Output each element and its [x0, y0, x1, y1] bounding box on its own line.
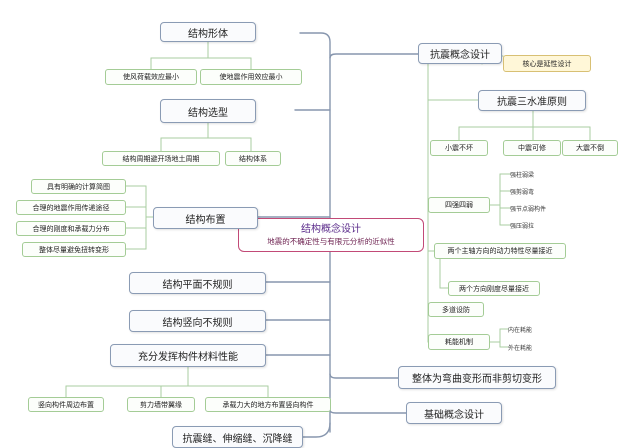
subtopic-two-direction-stiffness[interactable]: 两个方向刚度尽量接近	[448, 281, 540, 296]
leaf-label: 强节点弱构件	[510, 205, 547, 213]
subtopic-four-strong-four-weak[interactable]: 四强四弱	[428, 197, 490, 213]
subtopic-label: 小震不坏	[445, 144, 473, 152]
subtopic-label: 使风荷载效应最小	[123, 73, 179, 81]
subtopic-label: 竖向构件周边布置	[38, 400, 94, 409]
subtopic-label: 多道设防	[442, 305, 470, 314]
subtopic-avoid-torsion[interactable]: 整体尽量避免扭转变形	[22, 242, 126, 257]
topic-label: 结构布置	[185, 214, 226, 226]
topic-label: 结构选型	[188, 107, 228, 119]
subtopic-min-wind[interactable]: 使风荷载效应最小	[105, 69, 197, 85]
topic-label: 基础概念设计	[424, 409, 484, 421]
subtopic-structure-system[interactable]: 结构体系	[225, 151, 281, 166]
topic-joints[interactable]: 抗震缝、伸缩缝、沉降缝	[172, 426, 303, 448]
leaf-label: 内在耗能	[508, 326, 533, 334]
subtopic-multiple-defense[interactable]: 多道设防	[428, 302, 484, 317]
subtopic-moderate-repairable[interactable]: 中震可修	[503, 140, 561, 156]
central-subtitle: 地震的不确定性与有限元分析的近似性	[267, 237, 395, 246]
topic-structure-layout[interactable]: 结构布置	[153, 207, 258, 229]
subtopic-flanged-shear-wall[interactable]: 剪力墙带翼缘	[127, 397, 195, 412]
topic-label: 抗震概念设计	[430, 50, 490, 61]
topic-label: 结构竖向不规则	[162, 317, 233, 329]
subtopic-label: 耗能机制	[445, 338, 473, 346]
topic-three-levels[interactable]: 抗震三水准原则	[478, 90, 586, 111]
leaf-strong-shear-weak-bending[interactable]: 强剪弱弯	[510, 185, 580, 197]
right-trunk	[329, 53, 419, 59]
leaf-strong-compression-weak-tension[interactable]: 强压弱拉	[510, 219, 580, 231]
topic-label: 结构平面不规则	[162, 279, 233, 291]
topic-seismic-concept[interactable]: 抗震概念设计	[418, 43, 502, 64]
leaf-label: 强柱弱梁	[510, 171, 535, 179]
subtopic-avoid-site-period[interactable]: 结构周期避开场地土周期	[102, 151, 220, 166]
topic-label: 整体为弯曲变形而非剪切变形	[412, 374, 542, 385]
subtopic-load-path[interactable]: 合理的地震作用传递途径	[16, 200, 126, 215]
central-title: 结构概念设计	[301, 224, 361, 235]
subtopic-label: 大震不倒	[576, 144, 604, 152]
topic-structure-selection[interactable]: 结构选型	[160, 99, 256, 123]
subtopic-label: 两个方向刚度尽量接近	[459, 284, 529, 293]
central-topic[interactable]: 结构概念设计 地震的不确定性与有限元分析的近似性	[238, 218, 424, 252]
topic-label: 结构形体	[188, 28, 228, 40]
subtopic-clear-model[interactable]: 具有明确的计算简图	[31, 179, 126, 194]
topic-vertical-irregular[interactable]: 结构竖向不规则	[129, 310, 266, 332]
note-label: 核心是延性设计	[522, 59, 572, 68]
leaf-label: 强压弱拉	[510, 222, 535, 230]
leaf-strong-column-weak-beam[interactable]: 强柱弱梁	[510, 168, 580, 180]
subtopic-label: 剪力墙带翼缘	[140, 400, 182, 409]
leaf-label: 外在耗能	[508, 344, 533, 352]
subtopic-major-no-collapse[interactable]: 大震不倒	[562, 140, 618, 156]
subtopic-energy-dissipation[interactable]: 耗能机制	[428, 334, 490, 350]
subtopic-label: 四强四弱	[445, 201, 473, 209]
leaf-strong-joint-weak-member[interactable]: 强节点弱构件	[510, 202, 590, 214]
topic-label: 充分发挥构件材料性能	[138, 352, 238, 363]
link-foundation	[329, 409, 407, 414]
subtopic-label: 合理的地震作用传递途径	[32, 203, 110, 212]
subtopic-label: 具有明确的计算简图	[47, 182, 110, 191]
subtopic-label: 两个主轴方向的动力特性尽量接近	[447, 247, 553, 255]
subtopic-minor-no-damage[interactable]: 小震不坏	[430, 140, 488, 156]
subtopic-label: 合理的刚度和承载力分布	[32, 224, 110, 233]
subtopic-strong-vertical-members[interactable]: 承载力大的地方布置竖向构件	[205, 397, 331, 412]
link-bending	[329, 373, 399, 379]
subtopic-label: 使地震作用效应最小	[219, 73, 283, 81]
topic-label: 抗震三水准原则	[497, 97, 567, 108]
subtopic-min-seismic[interactable]: 使地震作用效应最小	[200, 69, 302, 85]
subtopic-label: 整体尽量避免扭转变形	[39, 245, 109, 254]
leaf-internal-dissipation[interactable]: 内在耗能	[508, 323, 558, 335]
subtopic-stiffness-distribution[interactable]: 合理的刚度和承载力分布	[16, 221, 126, 236]
topic-material-performance[interactable]: 充分发挥构件材料性能	[110, 344, 266, 367]
topic-label: 抗震缝、伸缩缝、沉降缝	[182, 433, 293, 445]
subtopic-label: 中震可修	[518, 144, 546, 152]
leaf-label: 强剪弱弯	[510, 188, 535, 196]
subtopic-main-axes-dynamics[interactable]: 两个主轴方向的动力特性尽量接近	[434, 243, 566, 259]
link-joints	[302, 422, 331, 438]
leaf-external-dissipation[interactable]: 外在耗能	[508, 341, 558, 353]
topic-structure-shape[interactable]: 结构形体	[160, 22, 256, 42]
topic-bending-deformation[interactable]: 整体为弯曲变形而非剪切变形	[398, 366, 556, 389]
subtopic-label: 承载力大的地方布置竖向构件	[222, 400, 314, 409]
topic-plan-irregular[interactable]: 结构平面不规则	[129, 272, 266, 294]
left-trunk	[299, 32, 331, 433]
topic-foundation-concept[interactable]: 基础概念设计	[406, 402, 502, 424]
subtopic-label: 结构体系	[239, 154, 267, 163]
subtopic-label: 结构周期避开场地土周期	[122, 154, 200, 163]
subtopic-perimeter-vertical[interactable]: 竖向构件周边布置	[28, 397, 104, 412]
note-ductility-core[interactable]: 核心是延性设计	[503, 55, 591, 72]
